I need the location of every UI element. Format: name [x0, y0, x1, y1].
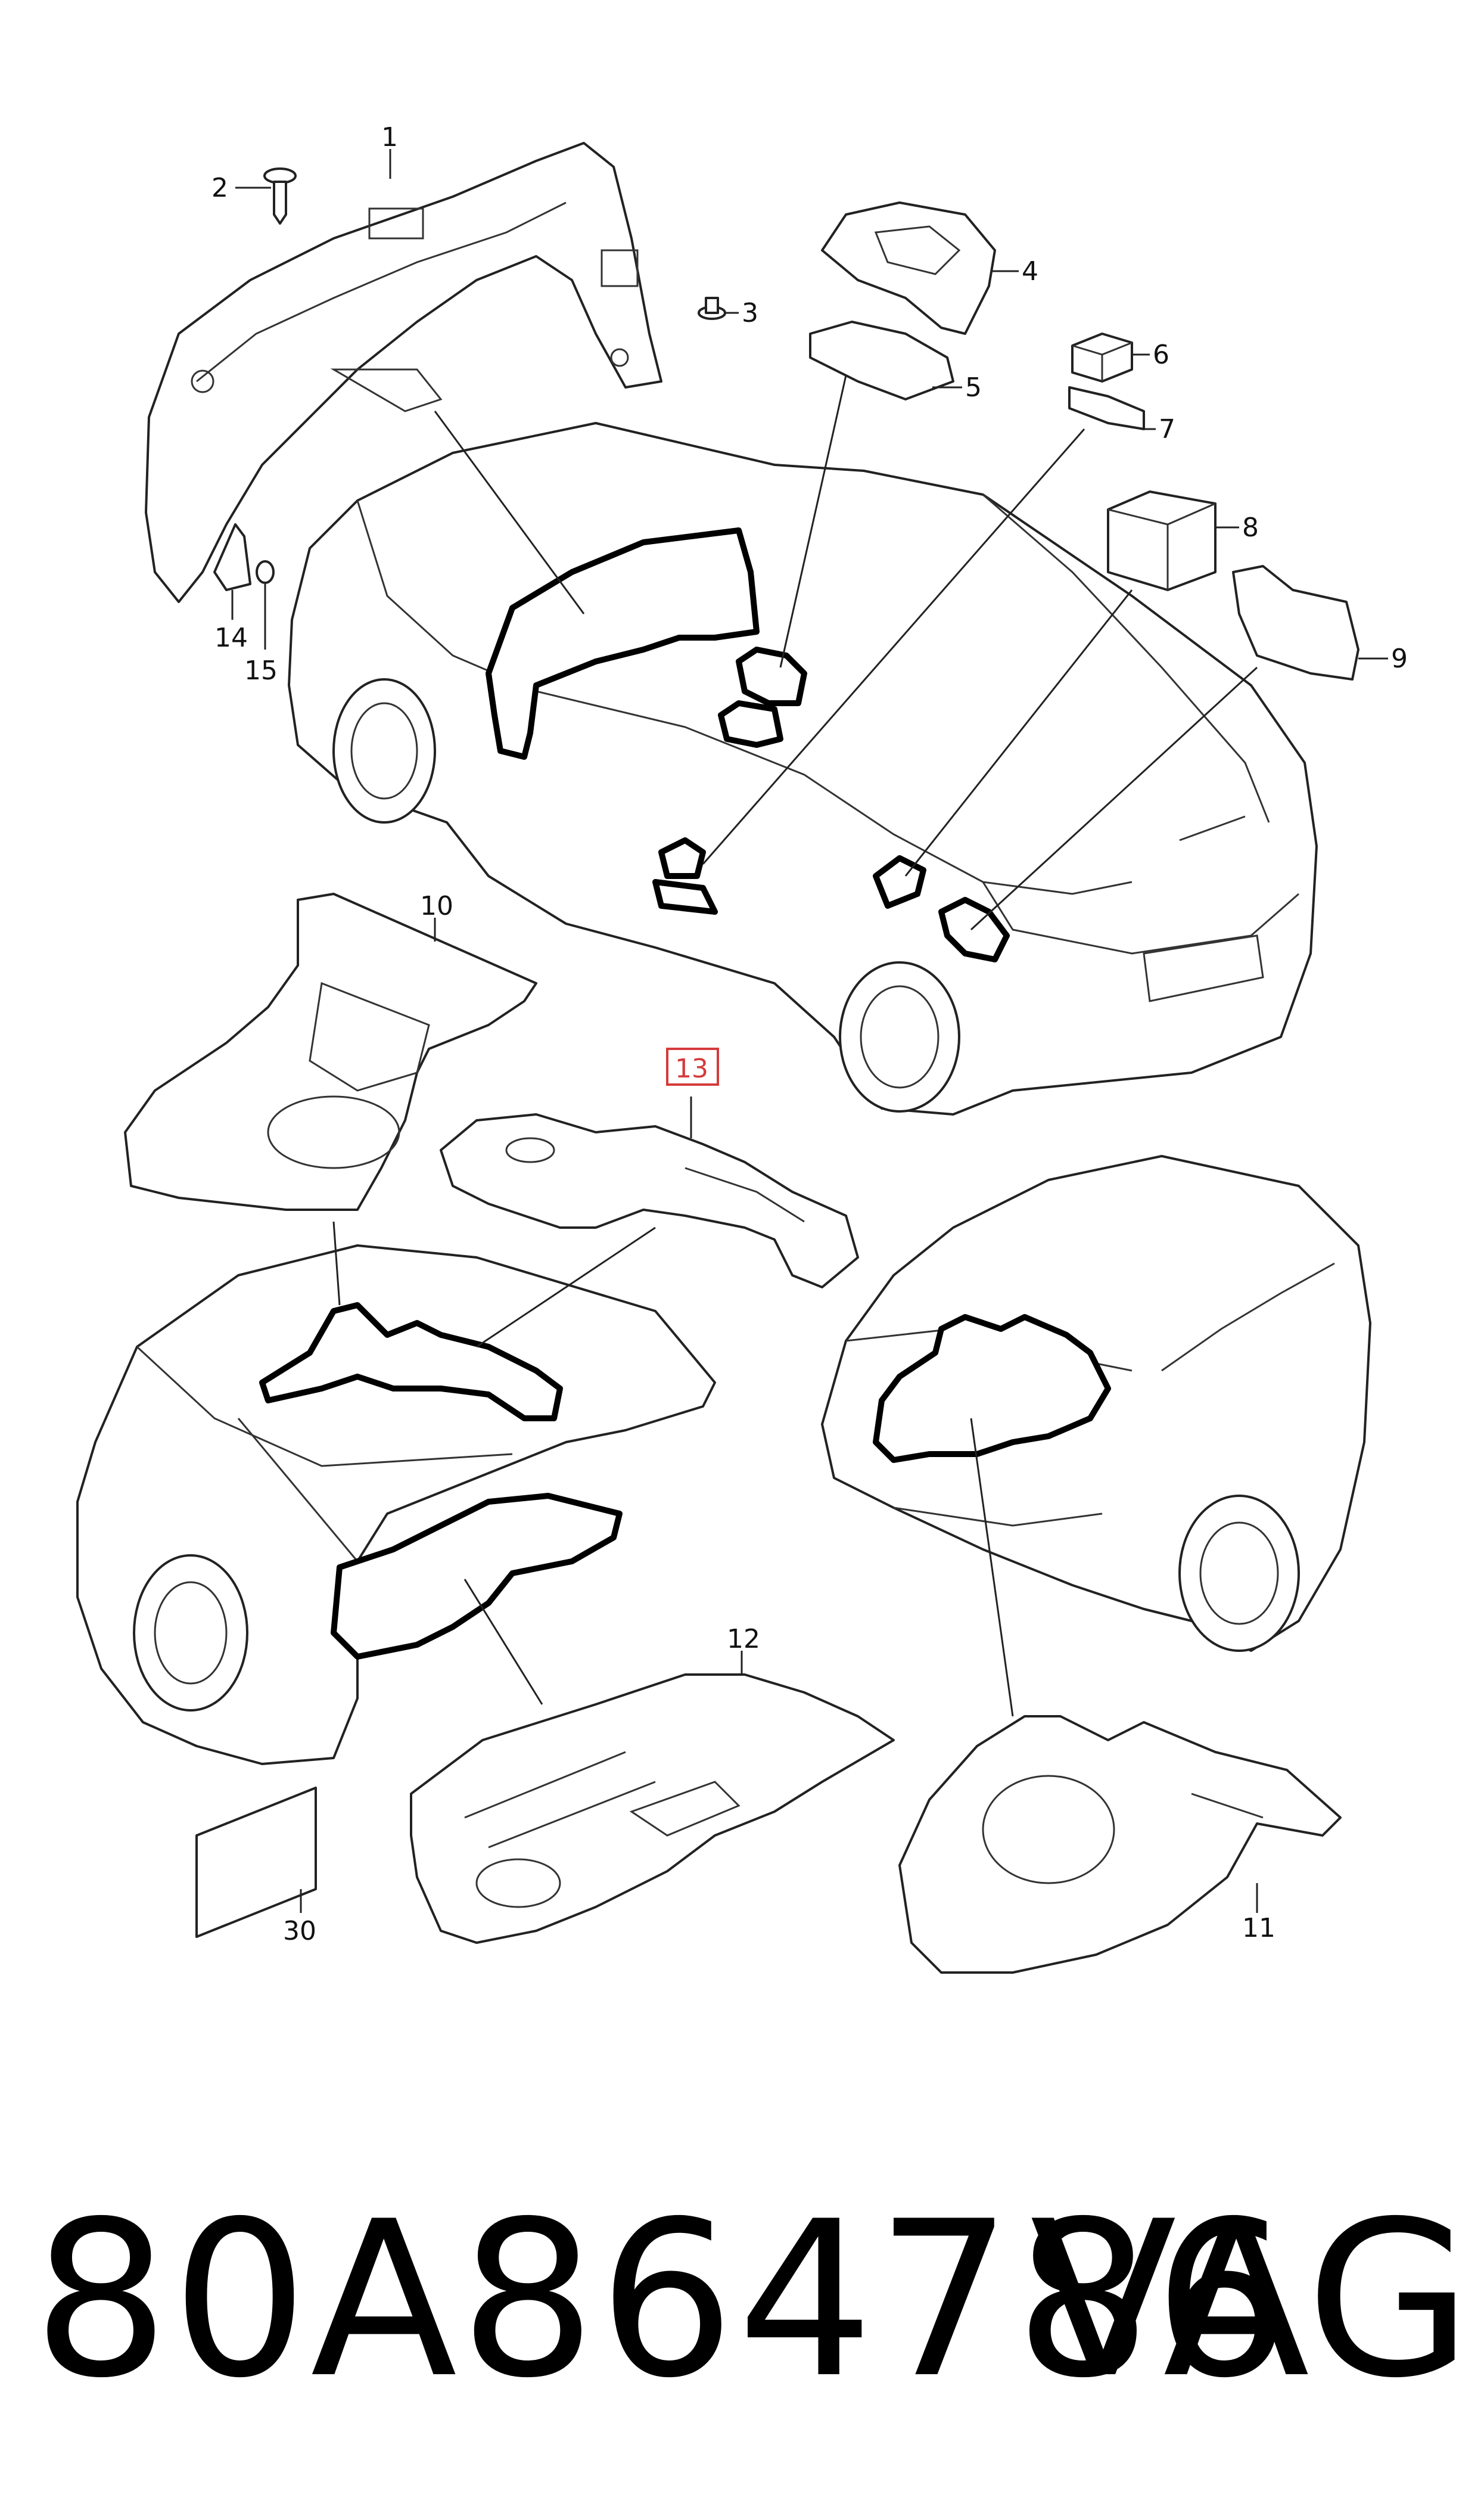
part-3-fastener: [698, 297, 739, 320]
callout-30: 30: [283, 1916, 316, 1946]
lower-left-vehicle: [76, 1244, 716, 1765]
part-12-floor-mat: [410, 1651, 895, 1944]
footer: 80A864786 VAG: [0, 2175, 1484, 2485]
brand-label: VAG: [1029, 2175, 1472, 2425]
callout-7: 7: [1159, 414, 1175, 445]
part-5-pad: [809, 321, 962, 400]
lower-left-leaders: [332, 1221, 656, 1705]
callout-15: 15: [244, 656, 278, 686]
top-leaders: [389, 149, 1258, 931]
top-vehicle: [288, 422, 1318, 1116]
parts-diagram: 1 2 3 4 5 6 7 8 9 10 11 12 13 14 15 30: [76, 122, 1408, 1974]
callout-13: 13: [675, 1054, 708, 1084]
lower-right-vehicle: [821, 1155, 1371, 1652]
callout-labels: 1 2 3 4 5 6 7 8 9 10 11 12 13 14 15 30: [211, 122, 1408, 1946]
callout-3: 3: [742, 298, 758, 328]
callout-4: 4: [1022, 256, 1038, 287]
part-4-cover: [821, 201, 1019, 335]
callout-12: 12: [727, 1624, 760, 1654]
part-2-clip: [235, 167, 297, 225]
callout-6: 6: [1153, 340, 1169, 370]
part-15-washer: [256, 560, 275, 650]
part-1-insulation-panel: [145, 142, 662, 603]
part-7-strip: [1068, 386, 1156, 430]
part-30-sheet: [195, 1787, 317, 1938]
part-11-side-panel: [898, 1715, 1342, 1974]
part-6-block: [1071, 333, 1150, 383]
part-13-insulation-mat: [440, 1097, 859, 1288]
part-10-panel: [124, 893, 537, 1211]
callout-1: 1: [381, 122, 398, 153]
part-14-washer: [213, 523, 251, 620]
part-number: 80A864786: [33, 2175, 1293, 2425]
callout-11: 11: [1242, 1913, 1275, 1943]
callout-8: 8: [1242, 513, 1259, 543]
callout-10: 10: [420, 891, 453, 921]
callout-5: 5: [965, 372, 982, 403]
callout-2: 2: [211, 173, 228, 203]
callout-14: 14: [214, 623, 248, 653]
callout-13-box: [666, 1048, 719, 1086]
lower-right-leader: [970, 1418, 1014, 1717]
part-9-bracket: [1232, 565, 1388, 681]
callout-9: 9: [1391, 644, 1408, 674]
part-8-block: [1107, 490, 1239, 591]
